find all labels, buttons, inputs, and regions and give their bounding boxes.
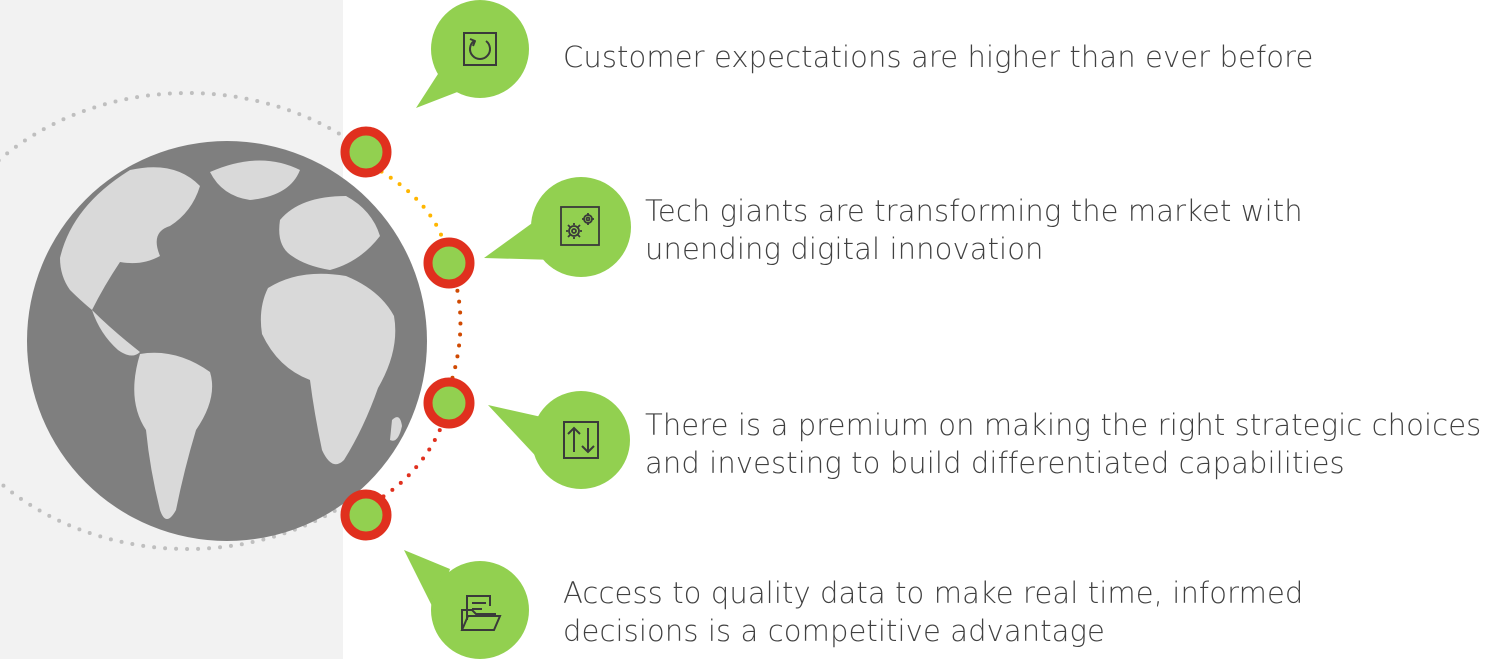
madagascar-land <box>390 417 402 441</box>
north-america-land <box>60 167 200 310</box>
bubble-1 <box>416 0 529 108</box>
refresh-icon <box>463 32 497 66</box>
statement-1-text: Customer expectations are higher than ev… <box>563 38 1313 76</box>
gears-icon <box>560 206 600 246</box>
orbit-dotted-arc <box>0 91 368 551</box>
statement-3-line-2: and investing to build differentiated ca… <box>645 446 1345 480</box>
statement-4-line-2: decisions is a competitive advantage <box>563 614 1105 648</box>
europe-land <box>279 196 380 270</box>
statement-4-text: Access to quality data to make real time… <box>563 574 1303 650</box>
up-down-arrows-icon <box>563 421 599 459</box>
statement-4-line-1: Access to quality data to make real time… <box>563 576 1304 610</box>
africa-land <box>260 273 396 465</box>
node-3 <box>423 377 475 429</box>
statement-2-text: Tech giants are transforming the market … <box>645 192 1303 268</box>
bubble-2 <box>484 177 631 277</box>
bubble-3 <box>488 391 630 489</box>
statement-2-line-1: Tech giants are transforming the market … <box>645 194 1303 228</box>
connector-orange <box>370 164 447 248</box>
statement-3-text: There is a premium on making the right s… <box>645 406 1481 482</box>
statement-1-line-1: Customer expectations are higher than ev… <box>563 40 1314 74</box>
statement-2-line-2: unending digital innovation <box>645 232 1044 266</box>
node-1 <box>340 126 392 178</box>
connector-red-orange <box>448 278 463 388</box>
node-4 <box>340 489 392 541</box>
greenland-land <box>210 160 300 200</box>
globe <box>27 141 427 541</box>
south-america-land <box>134 352 213 519</box>
statement-3-line-1: There is a premium on making the right s… <box>645 408 1482 442</box>
central-america-land <box>92 310 140 356</box>
connector-red <box>376 418 446 502</box>
folder-document-icon <box>460 595 502 631</box>
node-2 <box>423 237 475 289</box>
